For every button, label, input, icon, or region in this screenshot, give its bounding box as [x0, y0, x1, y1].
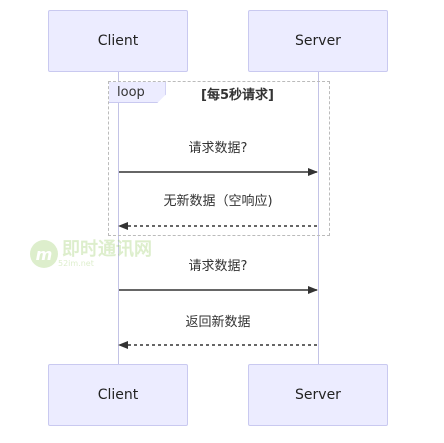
- message-label: 返回新数据: [185, 315, 251, 330]
- client-actor-top: Client: [48, 10, 188, 72]
- loop-condition: [每5秒请求]: [201, 88, 274, 103]
- server-lifeline: [318, 71, 319, 365]
- client-actor-label: Client: [97, 33, 139, 49]
- server-actor-top: Server: [248, 10, 388, 72]
- loop-tag-label: loop: [117, 84, 145, 100]
- loop-frame: loop [每5秒请求]: [108, 81, 330, 236]
- client-lifeline: [118, 71, 119, 365]
- watermark: m 即时通讯网 52im.net: [30, 240, 152, 268]
- watermark-subtitle: 52im.net: [58, 258, 94, 268]
- watermark-logo: m: [30, 240, 58, 268]
- server-actor-label: Server: [295, 33, 341, 49]
- client-actor-label: Client: [97, 387, 139, 403]
- server-actor-label: Server: [295, 387, 341, 403]
- loop-tag: loop: [109, 82, 166, 103]
- message-label: 无新数据（空响应): [163, 194, 273, 209]
- server-actor-bottom: Server: [248, 364, 388, 426]
- client-actor-bottom: Client: [48, 364, 188, 426]
- watermark-title: 即时通讯网: [62, 238, 152, 260]
- message-label: 请求数据?: [188, 259, 248, 274]
- message-label: 请求数据?: [188, 141, 248, 156]
